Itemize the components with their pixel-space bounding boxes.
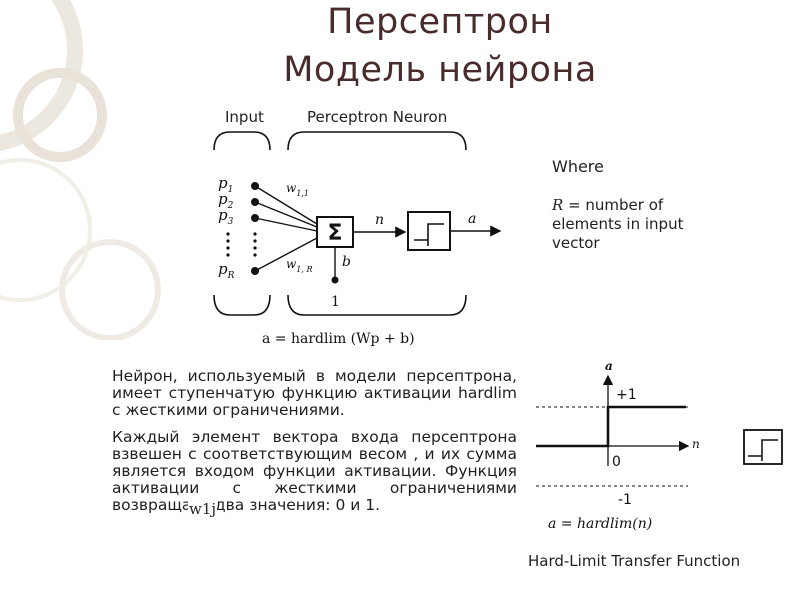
chart-formula: a = hardlim(n) bbox=[548, 516, 652, 532]
input-nodes bbox=[226, 182, 259, 275]
weight-w11-label: w1,1 bbox=[286, 181, 309, 198]
slide-title-line1: Персептрон bbox=[327, 2, 553, 42]
output-label: a bbox=[468, 211, 476, 227]
chart-plus-one: +1 bbox=[616, 387, 637, 403]
perceptron-formula: a = hardlim (Wp + b) bbox=[262, 331, 415, 347]
weight-symbol-overlay: w1j bbox=[188, 500, 218, 518]
body-paragraph-2: Каждый элемент вектора входа персептрона… bbox=[112, 428, 517, 514]
chart-axis-a: a bbox=[605, 359, 613, 373]
transfer-caption: Hard-Limit Transfer Function bbox=[528, 552, 741, 570]
bias-label: b bbox=[342, 254, 351, 270]
neuron-bottom-brace bbox=[287, 294, 467, 316]
input-label: Input bbox=[225, 108, 264, 126]
hardlim-symbol-icon bbox=[748, 439, 778, 461]
input-bottom-brace bbox=[213, 294, 271, 316]
weight-connections bbox=[254, 185, 318, 272]
chart-zero: 0 bbox=[612, 454, 621, 470]
perceptron-diagram: Input Perceptron Neuron p1 p2 p3 pR w1,1… bbox=[213, 108, 502, 347]
body-paragraph-1: Нейрон, используемый в модели персептрон… bbox=[112, 367, 517, 419]
body-text: Нейрон, используемый в модели персептрон… bbox=[112, 368, 517, 524]
hardlim-curve bbox=[536, 405, 686, 448]
where-definition: R = number of elements in input vector bbox=[552, 196, 702, 253]
hardlim-step-icon bbox=[414, 223, 444, 246]
hardlim-block bbox=[407, 211, 451, 251]
hardlim-transfer-chart: a n +1 0 -1 a = hardlim(n) bbox=[536, 359, 783, 532]
sum-symbol: Σ bbox=[327, 221, 342, 246]
where-variable: R bbox=[552, 196, 564, 214]
decorative-rings bbox=[0, 0, 161, 340]
hardlim-symbol-box bbox=[743, 429, 783, 465]
chart-minus-one: -1 bbox=[618, 492, 632, 508]
net-label: n bbox=[375, 212, 384, 228]
weight-w1r-label: w1, R bbox=[286, 257, 312, 274]
where-definition-text: = number of elements in input vector bbox=[552, 196, 684, 252]
bias-input-label: 1 bbox=[331, 294, 340, 310]
bias-node bbox=[331, 276, 339, 284]
chart-axis-n: n bbox=[692, 437, 700, 451]
slide-title-line2: Модель нейрона bbox=[283, 50, 597, 90]
input-pr-label: pR bbox=[218, 260, 235, 281]
where-heading: Where bbox=[552, 157, 604, 176]
input-top-brace bbox=[213, 131, 271, 151]
neuron-top-brace bbox=[287, 131, 467, 151]
neuron-label: Perceptron Neuron bbox=[307, 108, 447, 126]
